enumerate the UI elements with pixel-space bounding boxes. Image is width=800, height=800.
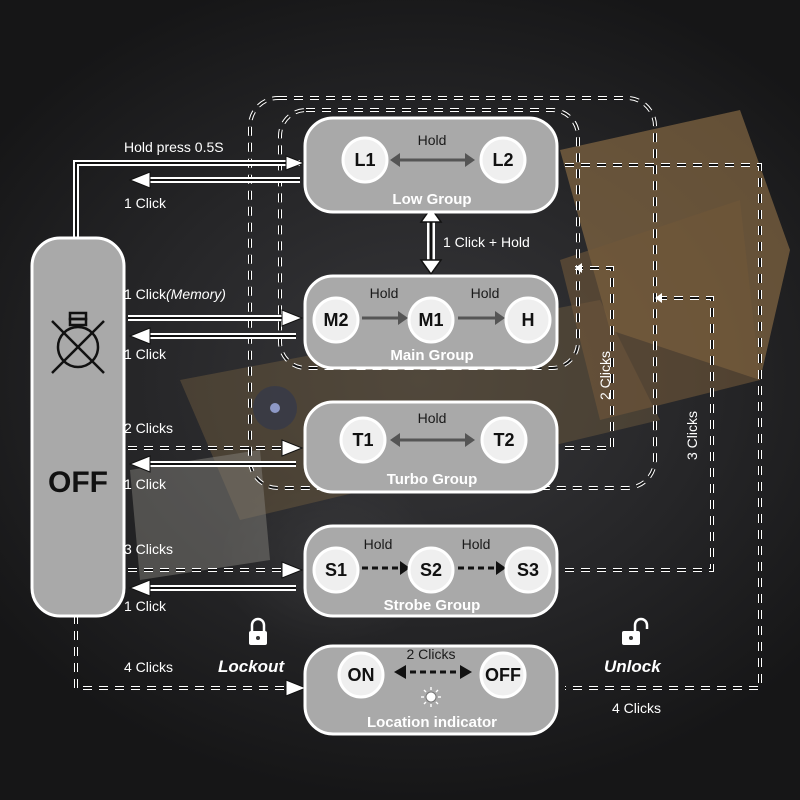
- node-t1-label: T1: [352, 430, 373, 450]
- node-t2-label: T2: [493, 430, 514, 450]
- node-t1[interactable]: [339, 416, 387, 464]
- node-m1-label: M1: [418, 310, 443, 330]
- node-s2-label: S2: [420, 560, 442, 580]
- node-l2-label: L2: [492, 150, 513, 170]
- main-click-label: 1 Click: [124, 346, 167, 362]
- strobe-group-title: Strobe Group: [384, 597, 481, 614]
- node-h-label: H: [522, 310, 535, 330]
- turbo-clicks-label: 2 Clicks: [124, 420, 173, 436]
- node-off-label: OFF: [485, 665, 521, 685]
- strobe-clicks-label: 3 Clicks: [124, 541, 173, 557]
- right-three-clicks-label: 3 Clicks: [684, 411, 700, 460]
- location-title: Location indicator: [367, 714, 497, 731]
- low-to-main-label: 1 Click + Hold: [443, 234, 530, 250]
- node-h[interactable]: [504, 296, 552, 344]
- unlock-label: Unlock: [604, 657, 662, 676]
- lock-closed-icon: [249, 617, 267, 645]
- memory-label-prefix: 1 Click: [124, 286, 167, 302]
- turbo-hold-label: Hold: [418, 410, 447, 426]
- right-connectors: [565, 163, 762, 690]
- lockout-label: Lockout: [218, 657, 285, 676]
- turbo-group-title: Turbo Group: [387, 471, 478, 488]
- node-s2[interactable]: [407, 546, 455, 594]
- bulb-off-icon: [51, 311, 105, 374]
- location-indicator-group[interactable]: 2 Clicks ON OFF Location indicator: [303, 644, 559, 736]
- off-panel[interactable]: OFF: [30, 236, 126, 618]
- node-on[interactable]: [337, 651, 385, 699]
- node-on-label: ON: [348, 665, 375, 685]
- node-l1-label: L1: [354, 150, 375, 170]
- strobe-hold-label-2: Hold: [462, 536, 491, 552]
- strobe-click-label: 1 Click: [124, 598, 167, 614]
- node-m1[interactable]: [407, 296, 455, 344]
- node-m2-label: M2: [323, 310, 348, 330]
- low-main-connector: [419, 206, 443, 276]
- low-group-title: Low Group: [392, 191, 471, 208]
- node-m2[interactable]: [312, 296, 360, 344]
- right-two-clicks-label: 2 Clicks: [597, 351, 613, 400]
- location-clicks-label: 2 Clicks: [406, 646, 455, 662]
- strobe-group[interactable]: Hold Hold S1 S2 S3 Strobe Group: [303, 524, 559, 618]
- off-label: OFF: [48, 466, 108, 499]
- main-hold-label-2: Hold: [471, 285, 500, 301]
- node-s3-label: S3: [517, 560, 539, 580]
- low-group[interactable]: Hold L1 L2 Low Group: [303, 116, 559, 214]
- node-t2[interactable]: [480, 416, 528, 464]
- main-group-title: Main Group: [390, 347, 473, 364]
- hold-press-label: Hold press 0.5S: [124, 139, 224, 155]
- node-off[interactable]: [479, 651, 527, 699]
- memory-label: 1 Click(Memory): [124, 286, 226, 302]
- node-s3[interactable]: [504, 546, 552, 594]
- node-s1-label: S1: [325, 560, 347, 580]
- sun-icon: [421, 687, 441, 707]
- node-l2[interactable]: [479, 136, 527, 184]
- unlock-clicks-label: 4 Clicks: [612, 700, 661, 716]
- lock-open-icon: [622, 617, 649, 645]
- left-connectors: [73, 155, 308, 697]
- strobe-hold-label-1: Hold: [364, 536, 393, 552]
- node-s1[interactable]: [312, 546, 360, 594]
- low-click-label: 1 Click: [124, 195, 167, 211]
- lockout-clicks-label: 4 Clicks: [124, 659, 173, 675]
- node-l1[interactable]: [341, 136, 389, 184]
- turbo-click-label: 1 Click: [124, 476, 167, 492]
- memory-label-suffix: (Memory): [166, 286, 226, 302]
- main-hold-label-1: Hold: [370, 285, 399, 301]
- turbo-group[interactable]: Hold T1 T2 Turbo Group: [303, 400, 559, 494]
- transition-labels: Hold press 0.5S 1 Click 1 Click + Hold 1…: [124, 139, 700, 716]
- low-hold-label: Hold: [418, 132, 447, 148]
- main-group[interactable]: Hold Hold M2 M1 H Main Group: [303, 274, 559, 370]
